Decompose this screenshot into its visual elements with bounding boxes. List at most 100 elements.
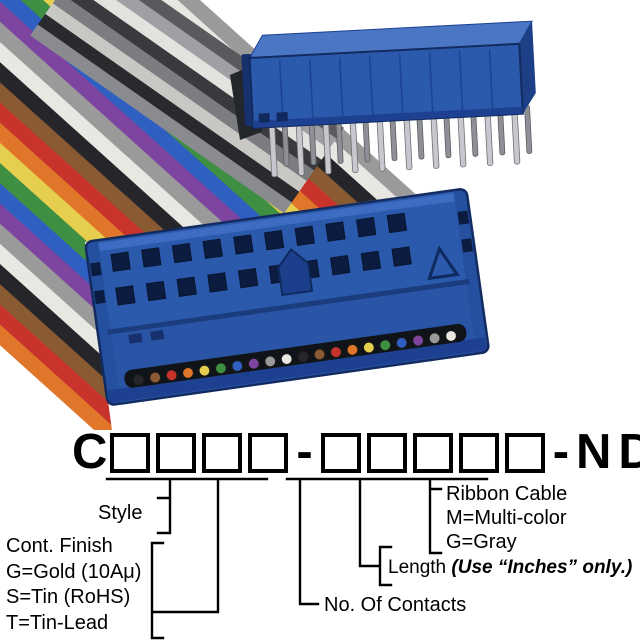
wire-end <box>330 346 342 359</box>
pn-suffix: ND <box>576 425 640 479</box>
wire-end <box>231 360 244 372</box>
idc-end-notch <box>93 289 106 305</box>
pn-group1-boxes <box>107 432 291 473</box>
idc-contact-hole <box>263 230 285 251</box>
style-label: Style <box>98 502 143 524</box>
product-photo <box>0 0 640 430</box>
ribbon-stripe <box>0 0 465 430</box>
ribbon-option: M=Multi-color <box>446 507 567 529</box>
ribbon-block: Ribbon Cable M=Multi-color G=Gray <box>446 482 567 554</box>
header-mold-lines <box>278 49 494 123</box>
wire-end <box>215 362 227 375</box>
wire-end <box>132 373 145 386</box>
ribbon-stripe <box>0 0 425 430</box>
header-bottom-edge <box>252 106 523 128</box>
idc-contact-hole <box>356 217 377 238</box>
part-number: C - - ND <box>72 428 640 477</box>
idc-contact-hole <box>325 221 346 242</box>
ribbon-stripe <box>0 0 475 430</box>
header-pin <box>511 108 521 165</box>
idc-end-notch <box>457 210 470 225</box>
idc-end-notch <box>90 262 102 277</box>
idc-contact-hole <box>360 250 382 272</box>
header-pin <box>430 112 440 169</box>
finish-option: G=Gold (10Aμ) <box>6 560 142 583</box>
pn-box <box>156 432 197 473</box>
idc-outline <box>84 188 490 406</box>
idc-end-notch <box>461 238 474 253</box>
molded-triangle <box>427 245 460 281</box>
wire-end <box>395 337 408 349</box>
ribbon-stripe <box>45 3 307 193</box>
idc-contact-hole <box>115 285 136 306</box>
finish-block: Cont. Finish G=Gold (10Aμ) S=Tin (RoHS) … <box>6 534 141 636</box>
idc-contact-hole <box>391 246 412 267</box>
idc-contact-hole <box>386 212 408 234</box>
idc-contact-hole <box>330 255 351 276</box>
header-pin <box>403 114 413 171</box>
idc-socket-connector <box>84 188 490 406</box>
wire-end <box>445 330 457 342</box>
pn-box <box>202 432 243 473</box>
wire-end <box>264 355 277 368</box>
pcb-header-connector <box>241 20 536 178</box>
idc-contact-hole <box>171 242 193 264</box>
idc-top-highlight <box>88 192 465 252</box>
ribbon-stripe <box>37 13 300 203</box>
wire-end <box>428 332 441 345</box>
finish-title: Cont. Finish <box>6 535 113 557</box>
pn-separator: - <box>296 425 313 479</box>
header-pin <box>524 105 533 154</box>
polarity-key <box>277 247 314 297</box>
header-pins-front-row <box>268 108 521 178</box>
finish-option: S=Tin (RoHS) <box>6 586 131 608</box>
wire-end <box>362 341 375 354</box>
idc-left-end <box>85 240 121 405</box>
pn-box <box>110 432 151 473</box>
ribbon-stripe <box>0 0 455 430</box>
wire-end <box>149 371 162 384</box>
idc-bottom-edge <box>107 337 487 404</box>
ribbon-option: G=Gray <box>446 531 517 553</box>
wire-end <box>412 334 425 347</box>
idc-contact-hole <box>176 276 197 297</box>
pn-separator: - <box>552 425 570 479</box>
header-pin <box>457 111 467 168</box>
idc-contact-hole <box>145 280 167 302</box>
wire-end <box>313 348 326 361</box>
wire-end <box>280 353 293 365</box>
idc-contact-hole <box>237 267 259 289</box>
header-tab <box>258 112 270 123</box>
wire-end <box>182 367 194 379</box>
pn-box <box>248 432 289 473</box>
idc-tab <box>150 330 165 341</box>
idc-contact-hole <box>141 247 162 268</box>
wire-end <box>247 357 260 370</box>
wire-end <box>346 343 359 356</box>
pn-group2-boxes <box>318 432 548 473</box>
finish-option: T=Tin-Lead <box>6 611 109 634</box>
contacts-label: No. Of Contacts <box>324 594 467 616</box>
idc-contact-hole <box>207 272 228 293</box>
idc-contact-hole <box>294 225 315 247</box>
header-tab <box>276 112 288 122</box>
length-word: Length <box>388 557 447 578</box>
pn-box <box>504 432 545 473</box>
wire-end <box>297 350 309 363</box>
header-pin <box>484 110 494 166</box>
pn-prefix: C <box>72 425 108 479</box>
pn-box <box>320 432 361 473</box>
wire-end <box>379 339 392 352</box>
idc-wire-ends <box>132 330 457 386</box>
pn-box <box>412 432 453 473</box>
ribbon-stripe <box>0 0 485 430</box>
ribbon-title: Ribbon Cable <box>446 483 568 505</box>
idc-groove <box>107 278 470 335</box>
idc-contact-hole <box>202 238 223 259</box>
idc-tab <box>128 333 143 344</box>
pn-box <box>366 432 407 473</box>
idc-contact-hole <box>110 251 131 272</box>
length-note: (Use “Inches” only.) <box>451 557 633 578</box>
idc-right-end <box>453 188 489 354</box>
